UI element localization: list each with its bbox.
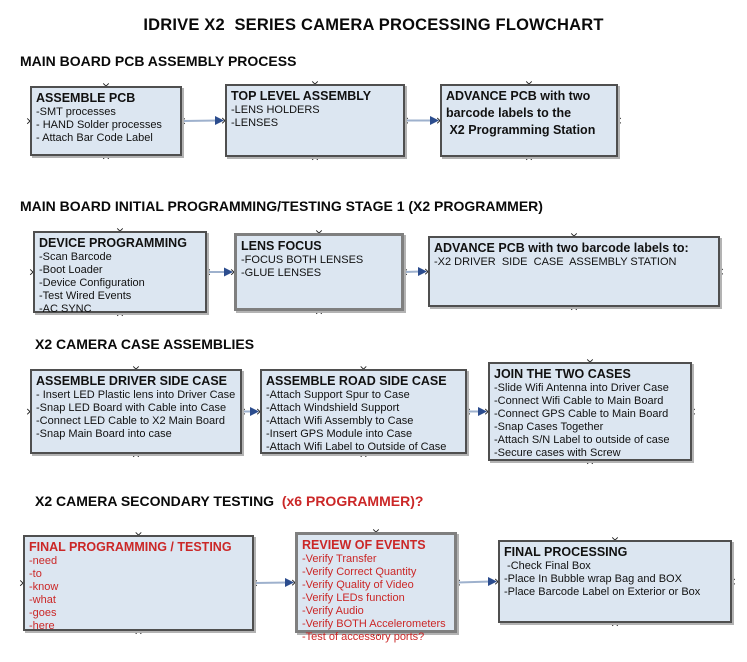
box-title: FINAL PROCESSING — [504, 545, 628, 559]
box-title: ASSEMBLE DRIVER SIDE CASE — [36, 374, 228, 388]
box-item: -X2 DRIVER SIDE CASE ASSEMBLY STATION — [434, 256, 677, 268]
box-title: DEVICE PROGRAMMING — [39, 236, 187, 250]
page-title: IDRIVE X2 SERIES CAMERA PROCESSING FLOWC… — [143, 16, 604, 34]
section-heading-text: MAIN BOARD PCB ASSEMBLY PROCESS — [20, 53, 297, 69]
process-box-r1c: ADVANCE PCB with two barcode labels to th… — [440, 84, 618, 157]
section-heading-text: MAIN BOARD INITIAL PROGRAMMING/TESTING S… — [20, 198, 543, 214]
box-item: -AC SYNC — [39, 303, 92, 315]
connector-arrowhead-icon — [478, 407, 487, 416]
section-heading: MAIN BOARD PCB ASSEMBLY PROCESS — [20, 53, 296, 69]
box-item: -Snap Cases Together — [494, 421, 604, 433]
box-item: -Snap Main Board into case — [36, 428, 172, 440]
box-item: -Verify Audio — [302, 605, 364, 617]
box-item: -Test Wired Events — [39, 290, 132, 302]
box-item: - Attach Bar Code Label — [36, 132, 153, 144]
box-item: -need — [29, 555, 58, 567]
box-item: -Snap LED Board with Cable into Case — [36, 402, 227, 414]
box-title: FINAL PROGRAMMING / TESTING — [29, 540, 232, 554]
box-title: JOIN THE TWO CASES — [494, 367, 631, 381]
process-box-r2b: LENS FOCUS-FOCUS BOTH LENSES-GLUE LENSES — [234, 233, 404, 311]
box-item: -Test of accessory ports? — [302, 631, 425, 643]
connector-line — [182, 119, 219, 122]
box-item: -Verify Correct Quantity — [302, 566, 417, 578]
connector-arrowhead-icon — [430, 116, 439, 125]
section-heading: X2 CAMERA CASE ASSEMBLIES — [35, 336, 254, 352]
connector-arrowhead-icon — [215, 116, 224, 125]
box-item: -goes — [29, 607, 57, 619]
box-item: -Verify LEDs function — [302, 592, 405, 604]
process-box-r1a: ASSEMBLE PCB-SMT processes- HAND Solder … — [30, 86, 182, 156]
connector-line — [457, 580, 492, 584]
box-item: -Attach Support Spur to Case — [266, 389, 410, 401]
connector-arrowhead-icon — [418, 267, 427, 276]
connector-arrowhead-icon — [488, 577, 497, 586]
box-item: -LENS HOLDERS — [231, 104, 320, 116]
box-title: ASSEMBLE PCB — [36, 91, 136, 105]
connector-arrowhead-icon — [285, 578, 294, 587]
box-item: -know — [29, 581, 59, 593]
process-box-r3a: ASSEMBLE DRIVER SIDE CASE- Insert LED Pl… — [30, 369, 242, 454]
box-item: -Boot Loader — [39, 264, 103, 276]
process-box-r4c: FINAL PROCESSING -Check Final Box-Place … — [498, 540, 732, 623]
box-item: -GLUE LENSES — [241, 267, 322, 279]
box-item: -Check Final Box — [504, 560, 591, 572]
connector-arrowhead-icon — [250, 407, 259, 416]
box-item: -Place In Bubble wrap Bag and BOX — [504, 573, 682, 585]
connector-line — [404, 270, 422, 273]
box-item: -Insert GPS Module into Case — [266, 428, 413, 440]
box-item: -here — [29, 620, 55, 632]
box-item: - HAND Solder processes — [36, 119, 162, 131]
connector-arrowhead-icon — [224, 267, 233, 277]
process-box-r3b: ASSEMBLE ROAD SIDE CASE-Attach Support S… — [260, 369, 467, 454]
box-item: - Insert LED Plastic lens into Driver Ca… — [36, 389, 236, 401]
section-heading-text: X2 CAMERA CASE ASSEMBLIES — [35, 336, 255, 352]
box-title: LENS FOCUS — [241, 239, 322, 253]
box-item: -Device Configuration — [39, 277, 145, 289]
process-box-r2a: DEVICE PROGRAMMING-Scan Barcode-Boot Loa… — [33, 231, 207, 315]
box-item: -Connect LED Cable to X2 Main Board — [36, 415, 225, 427]
box-item: -Place Barcode Label on Exterior or Box — [504, 586, 701, 598]
process-box-r2c: ADVANCE PCB with two barcode labels to:-… — [428, 236, 720, 307]
box-item: -Attach Wifi Assembly to Case — [266, 415, 414, 427]
box-item: -Slide Wifi Antenna into Driver Case — [494, 382, 669, 394]
connector-line — [254, 581, 289, 584]
box-title: ADVANCE PCB with two barcode labels to: — [434, 241, 689, 255]
box-item: -Secure cases with Screw — [494, 447, 621, 459]
box-item: -Scan Barcode — [39, 251, 112, 263]
box-item: -Verify BOTH Accelerometers — [302, 618, 446, 630]
box-title: REVIEW OF EVENTS — [302, 538, 426, 552]
process-box-r1b: TOP LEVEL ASSEMBLY-LENS HOLDERS-LENSES — [225, 84, 405, 157]
section-heading-red-text: (x6 PROGRAMMER)? — [277, 493, 424, 509]
process-box-r3c: JOIN THE TWO CASES-Slide Wifi Antenna in… — [488, 362, 692, 461]
box-title: TOP LEVEL ASSEMBLY — [231, 89, 372, 103]
box-title-line: barcode labels to the — [446, 106, 572, 120]
box-item: -Attach Windshield Support — [266, 402, 400, 414]
process-box-r4b: REVIEW OF EVENTS-Verify Transfer-Verify … — [295, 532, 457, 643]
section-heading-text: X2 CAMERA SECONDARY TESTING — [35, 493, 278, 509]
box-item: -SMT processes — [36, 106, 116, 118]
box-item: -Attach Wifi Label to Outside of Case — [266, 441, 447, 453]
box-item: -Connect Wifi Cable to Main Board — [494, 395, 664, 407]
section-heading: MAIN BOARD INITIAL PROGRAMMING/TESTING S… — [20, 198, 543, 214]
box-item: -LENSES — [231, 117, 279, 129]
box-item: -to — [29, 568, 42, 580]
box-item: -FOCUS BOTH LENSES — [241, 254, 364, 266]
box-item: -Verify Quality of Video — [302, 579, 414, 591]
box-title-line: ADVANCE PCB with two — [446, 89, 591, 103]
box-title: ASSEMBLE ROAD SIDE CASE — [266, 374, 447, 388]
box-item: -Verify Transfer — [302, 553, 377, 565]
box-item: -Attach S/N Label to outside of case — [494, 434, 670, 446]
section-heading: X2 CAMERA SECONDARY TESTING (x6 PROGRAMM… — [35, 493, 423, 509]
box-item: -Connect GPS Cable to Main Board — [494, 408, 669, 420]
process-box-r4a: FINAL PROGRAMMING / TESTING-need-to-know… — [23, 535, 254, 632]
box-title-line: X2 Programming Station — [446, 123, 596, 137]
box-item: -what — [29, 594, 56, 606]
